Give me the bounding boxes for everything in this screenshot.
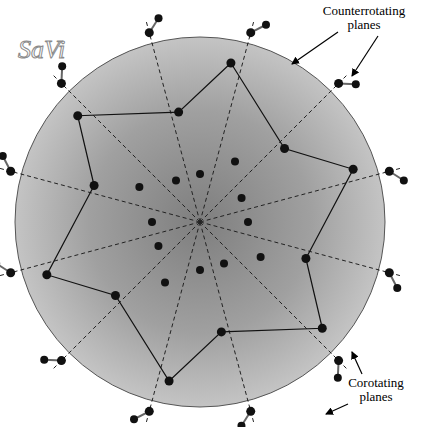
orbit-plane (53, 222, 200, 369)
crosslink-ring (47, 63, 353, 381)
plane-label: Corotating planes (330, 376, 422, 404)
satellite-dot (0, 259, 1, 267)
satellite-dot (349, 165, 358, 174)
leader-arrow (352, 36, 378, 76)
satellite-dot (352, 80, 360, 88)
satellite-dot (196, 170, 204, 178)
satellite-dot (246, 407, 255, 416)
satellite-dot (385, 167, 394, 176)
leader-arrow (352, 352, 362, 374)
satellite-dot (130, 415, 138, 423)
leader-arrow (326, 404, 348, 414)
orbit-plane (200, 21, 254, 222)
satellite-dot (111, 291, 120, 300)
satellite-dot (161, 279, 169, 287)
satellite-dot (148, 218, 156, 226)
satellite-dot (42, 270, 51, 279)
satellite-dot (220, 260, 228, 268)
satellite-dot (393, 284, 401, 292)
satellite-dot (231, 157, 239, 165)
satellite-dot (318, 324, 327, 333)
satellite-dot (6, 268, 15, 277)
satellite-dot (57, 356, 66, 365)
orbit-plane (146, 21, 200, 222)
satellite-dot (280, 144, 289, 153)
satellite-dot (135, 183, 143, 191)
orbit-plane (200, 222, 254, 423)
orbit-plane (53, 75, 200, 222)
satellite-dot (334, 79, 343, 88)
satellite-dot (334, 356, 343, 365)
satellite-dot (6, 167, 15, 176)
satellite-dot (145, 28, 154, 37)
satellite-dot (217, 327, 226, 336)
satellite-dot (226, 58, 235, 67)
satellite-dot (262, 21, 270, 29)
satellite-dot (0, 152, 7, 160)
satellite-dot (244, 218, 252, 226)
orbit-geometry (0, 14, 408, 427)
satellite-dot (73, 111, 82, 120)
satellite-dot (172, 176, 180, 184)
satellite-dot (57, 79, 66, 88)
plane-label: Counterrotating planes (316, 4, 412, 32)
satellite-dot (145, 407, 154, 416)
satellite-dot (40, 356, 48, 364)
orbit-plane (200, 75, 347, 222)
orbit-plane (200, 168, 401, 222)
orbit-plane (0, 222, 200, 276)
orbit-plane (146, 222, 200, 423)
satellite-dot (334, 374, 342, 382)
satellite-dot (174, 108, 183, 117)
satellite-dot (196, 266, 204, 274)
satellite-dot (237, 422, 245, 427)
satellite-dot (257, 253, 265, 261)
satellite-dot (385, 268, 394, 277)
orbit-plane (0, 168, 200, 222)
satellite-dot (165, 377, 174, 386)
watermark: SaVi (18, 36, 98, 64)
leader-arrow (292, 32, 338, 64)
satellite-dot (155, 14, 163, 22)
orbit-plane (200, 222, 401, 276)
orbit-plane (200, 222, 347, 369)
satellite-dot (238, 194, 246, 202)
satellite-dot (90, 181, 99, 190)
satellite-dot (246, 28, 255, 37)
satellite-dot (301, 254, 310, 263)
satellite-dot (400, 177, 408, 185)
satellite-dot (154, 242, 162, 250)
